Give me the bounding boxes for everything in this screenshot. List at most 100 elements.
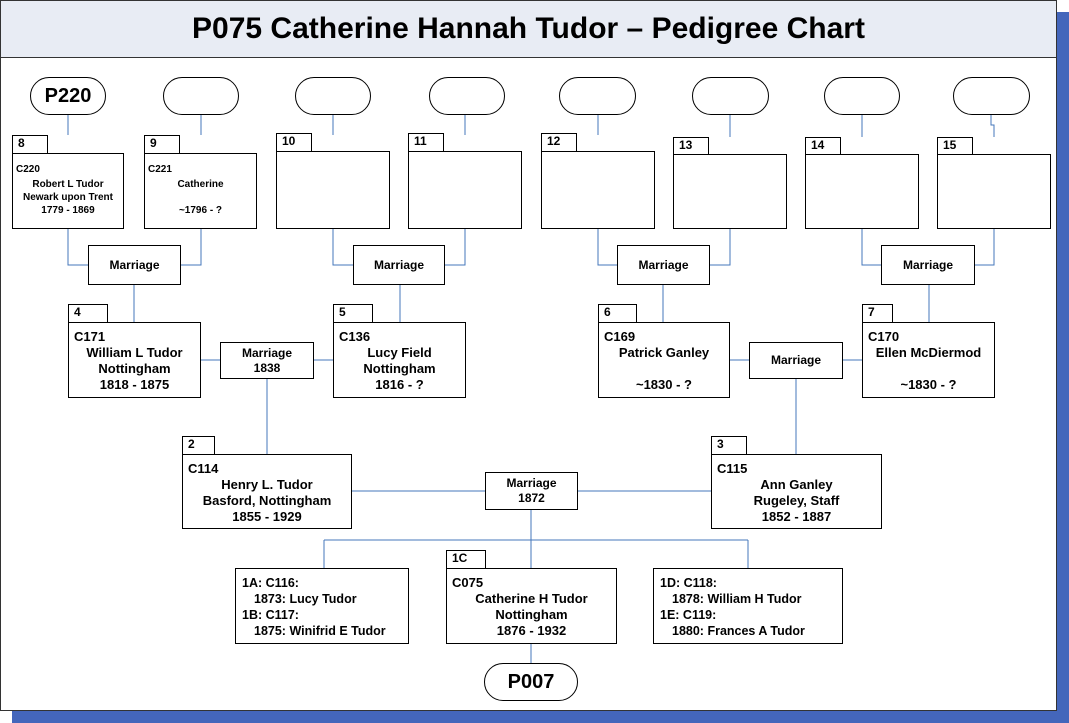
person-number-tab: 2 (182, 436, 215, 455)
ref-pill-p11 (429, 77, 505, 115)
sibling-entry: 1873: Lucy Tudor (254, 592, 357, 606)
person-name: Catherine (177, 179, 224, 190)
person-id: C171 (74, 329, 106, 344)
person-name: Patrick Ganley (618, 345, 710, 360)
ref-text-p8: P220 (44, 84, 92, 107)
person-number-tab: 4 (68, 304, 108, 323)
person-id: C170 (868, 329, 900, 344)
chart-page: P075 Catherine Hannah Tudor – Pedigree C… (0, 0, 1057, 711)
person-place: Basford, Nottingham (202, 493, 332, 508)
person-dates: ~1830 - ? (900, 377, 957, 392)
person-box-2[interactable]: C114 Henry L. Tudor Basford, Nottingham … (182, 454, 352, 529)
person-dates: 1855 - 1929 (232, 509, 302, 524)
person-place (599, 361, 729, 377)
ref-pill-p13 (692, 77, 769, 115)
marriage-label: Marriage (902, 257, 954, 272)
person-number-tab: 15 (937, 137, 973, 155)
person-box-10[interactable] (276, 151, 390, 229)
marriage-label: Marriage (373, 257, 425, 272)
person-name: Lucy Field (367, 345, 432, 360)
marriage-label: Marriage (241, 345, 293, 360)
person-number-tab: 5 (333, 304, 373, 323)
marriage-box-14-15[interactable]: Marriage (881, 245, 975, 285)
person-number-tab: 6 (598, 304, 637, 323)
person-id: C075 (452, 575, 484, 590)
person-dates: 1852 - 1887 (761, 509, 832, 524)
sibling-entry: 1E: C119: (660, 608, 717, 622)
person-box-3[interactable]: C115 Ann Ganley Rugeley, Staff 1852 - 18… (711, 454, 882, 529)
person-number-tab: 12 (541, 133, 577, 152)
person-name: Robert L Tudor (32, 179, 104, 190)
person-box-4[interactable]: C171 William L Tudor Nottingham 1818 - 1… (68, 322, 201, 398)
marriage-box-4-5[interactable]: Marriage 1838 (220, 342, 314, 379)
person-id: C115 (717, 461, 748, 476)
person-place (145, 191, 256, 204)
person-box-12[interactable] (541, 151, 655, 229)
person-name: Catherine H Tudor (475, 591, 588, 606)
person-id: C114 (188, 461, 219, 476)
person-number-tab: 13 (673, 137, 709, 155)
person-dates: ~1830 - ? (635, 377, 692, 392)
sibling-entry: 1A: C116: (242, 576, 299, 590)
person-box-15[interactable] (937, 154, 1051, 229)
ref-text-bottom: P007 (507, 670, 555, 693)
marriage-box-12-13[interactable]: Marriage (617, 245, 710, 285)
person-box-5[interactable]: C136 Lucy Field Nottingham 1816 - ? (333, 322, 466, 398)
marriage-year: 1872 (518, 491, 545, 505)
marriage-label: Marriage (638, 257, 689, 272)
marriage-box-10-11[interactable]: Marriage (353, 245, 445, 285)
subject-person-box[interactable]: C075 Catherine H Tudor Nottingham 1876 -… (446, 568, 617, 644)
person-number-tab: 9 (144, 135, 180, 154)
person-dates: ~1796 - ? (178, 205, 223, 216)
ref-pill-p12 (559, 77, 636, 115)
ref-pill-p14 (824, 77, 900, 115)
ref-pill-p9 (163, 77, 239, 115)
person-number-tab: 3 (711, 436, 747, 455)
person-number-tab: 1C (446, 550, 486, 569)
sibling-entry: 1875: Winifrid E Tudor (254, 624, 386, 638)
person-dates: 1779 - 1869 (41, 205, 95, 216)
person-dates: 1818 - 1875 (99, 377, 170, 392)
sibling-entry: 1B: C117: (242, 608, 299, 622)
marriage-box-2-3[interactable]: Marriage 1872 (485, 472, 578, 510)
marriage-year: 1838 (253, 360, 281, 375)
person-id: C221 (148, 164, 172, 175)
marriage-label: Marriage (770, 353, 822, 367)
sibling-entry: 1880: Frances A Tudor (672, 624, 805, 638)
person-number-tab: 10 (276, 133, 312, 152)
siblings-box-right[interactable]: 1D: C118: 1878: William H Tudor 1E: C119… (653, 568, 843, 644)
ref-pill-p8: P220 (30, 77, 106, 115)
person-place: Nottingham (495, 607, 568, 622)
person-place: Newark upon Trent (22, 192, 113, 203)
person-name: Henry L. Tudor (221, 477, 313, 492)
person-place: Nottingham (98, 361, 171, 376)
ref-pill-p15 (953, 77, 1030, 115)
siblings-box-left[interactable]: 1A: C116: 1873: Lucy Tudor 1B: C117: 187… (235, 568, 409, 644)
marriage-box-6-7[interactable]: Marriage (749, 342, 843, 379)
marriage-label: Marriage (109, 257, 160, 272)
marriage-box-8-9[interactable]: Marriage (88, 245, 181, 285)
person-box-7[interactable]: C170 Ellen McDiermod ~1830 - ? (862, 322, 995, 398)
person-place: Nottingham (363, 361, 436, 376)
page-title: P075 Catherine Hannah Tudor – Pedigree C… (192, 12, 865, 45)
person-number-tab: 11 (408, 133, 444, 152)
connector-lines (67, 115, 995, 663)
person-dates: 1816 - ? (375, 377, 424, 392)
person-box-13[interactable] (673, 154, 787, 229)
person-number-tab: 7 (862, 304, 893, 323)
ref-pill-p10 (295, 77, 371, 115)
person-id: C169 (604, 329, 636, 344)
person-place (863, 361, 994, 377)
person-number-tab: 8 (12, 135, 48, 154)
person-id: C220 (16, 164, 40, 175)
person-box-8[interactable]: C220 Robert L Tudor Newark upon Trent 17… (12, 153, 124, 229)
person-name: Ellen McDiermod (875, 345, 982, 360)
person-box-9[interactable]: C221 Catherine ~1796 - ? (144, 153, 257, 229)
person-box-11[interactable] (408, 151, 522, 229)
person-box-6[interactable]: C169 Patrick Ganley ~1830 - ? (598, 322, 730, 398)
person-name: William L Tudor (86, 345, 183, 360)
person-number-tab: 14 (805, 137, 841, 155)
person-dates: 1876 - 1932 (496, 623, 567, 638)
title-bar: P075 Catherine Hannah Tudor – Pedigree C… (1, 1, 1056, 58)
person-box-14[interactable] (805, 154, 919, 229)
